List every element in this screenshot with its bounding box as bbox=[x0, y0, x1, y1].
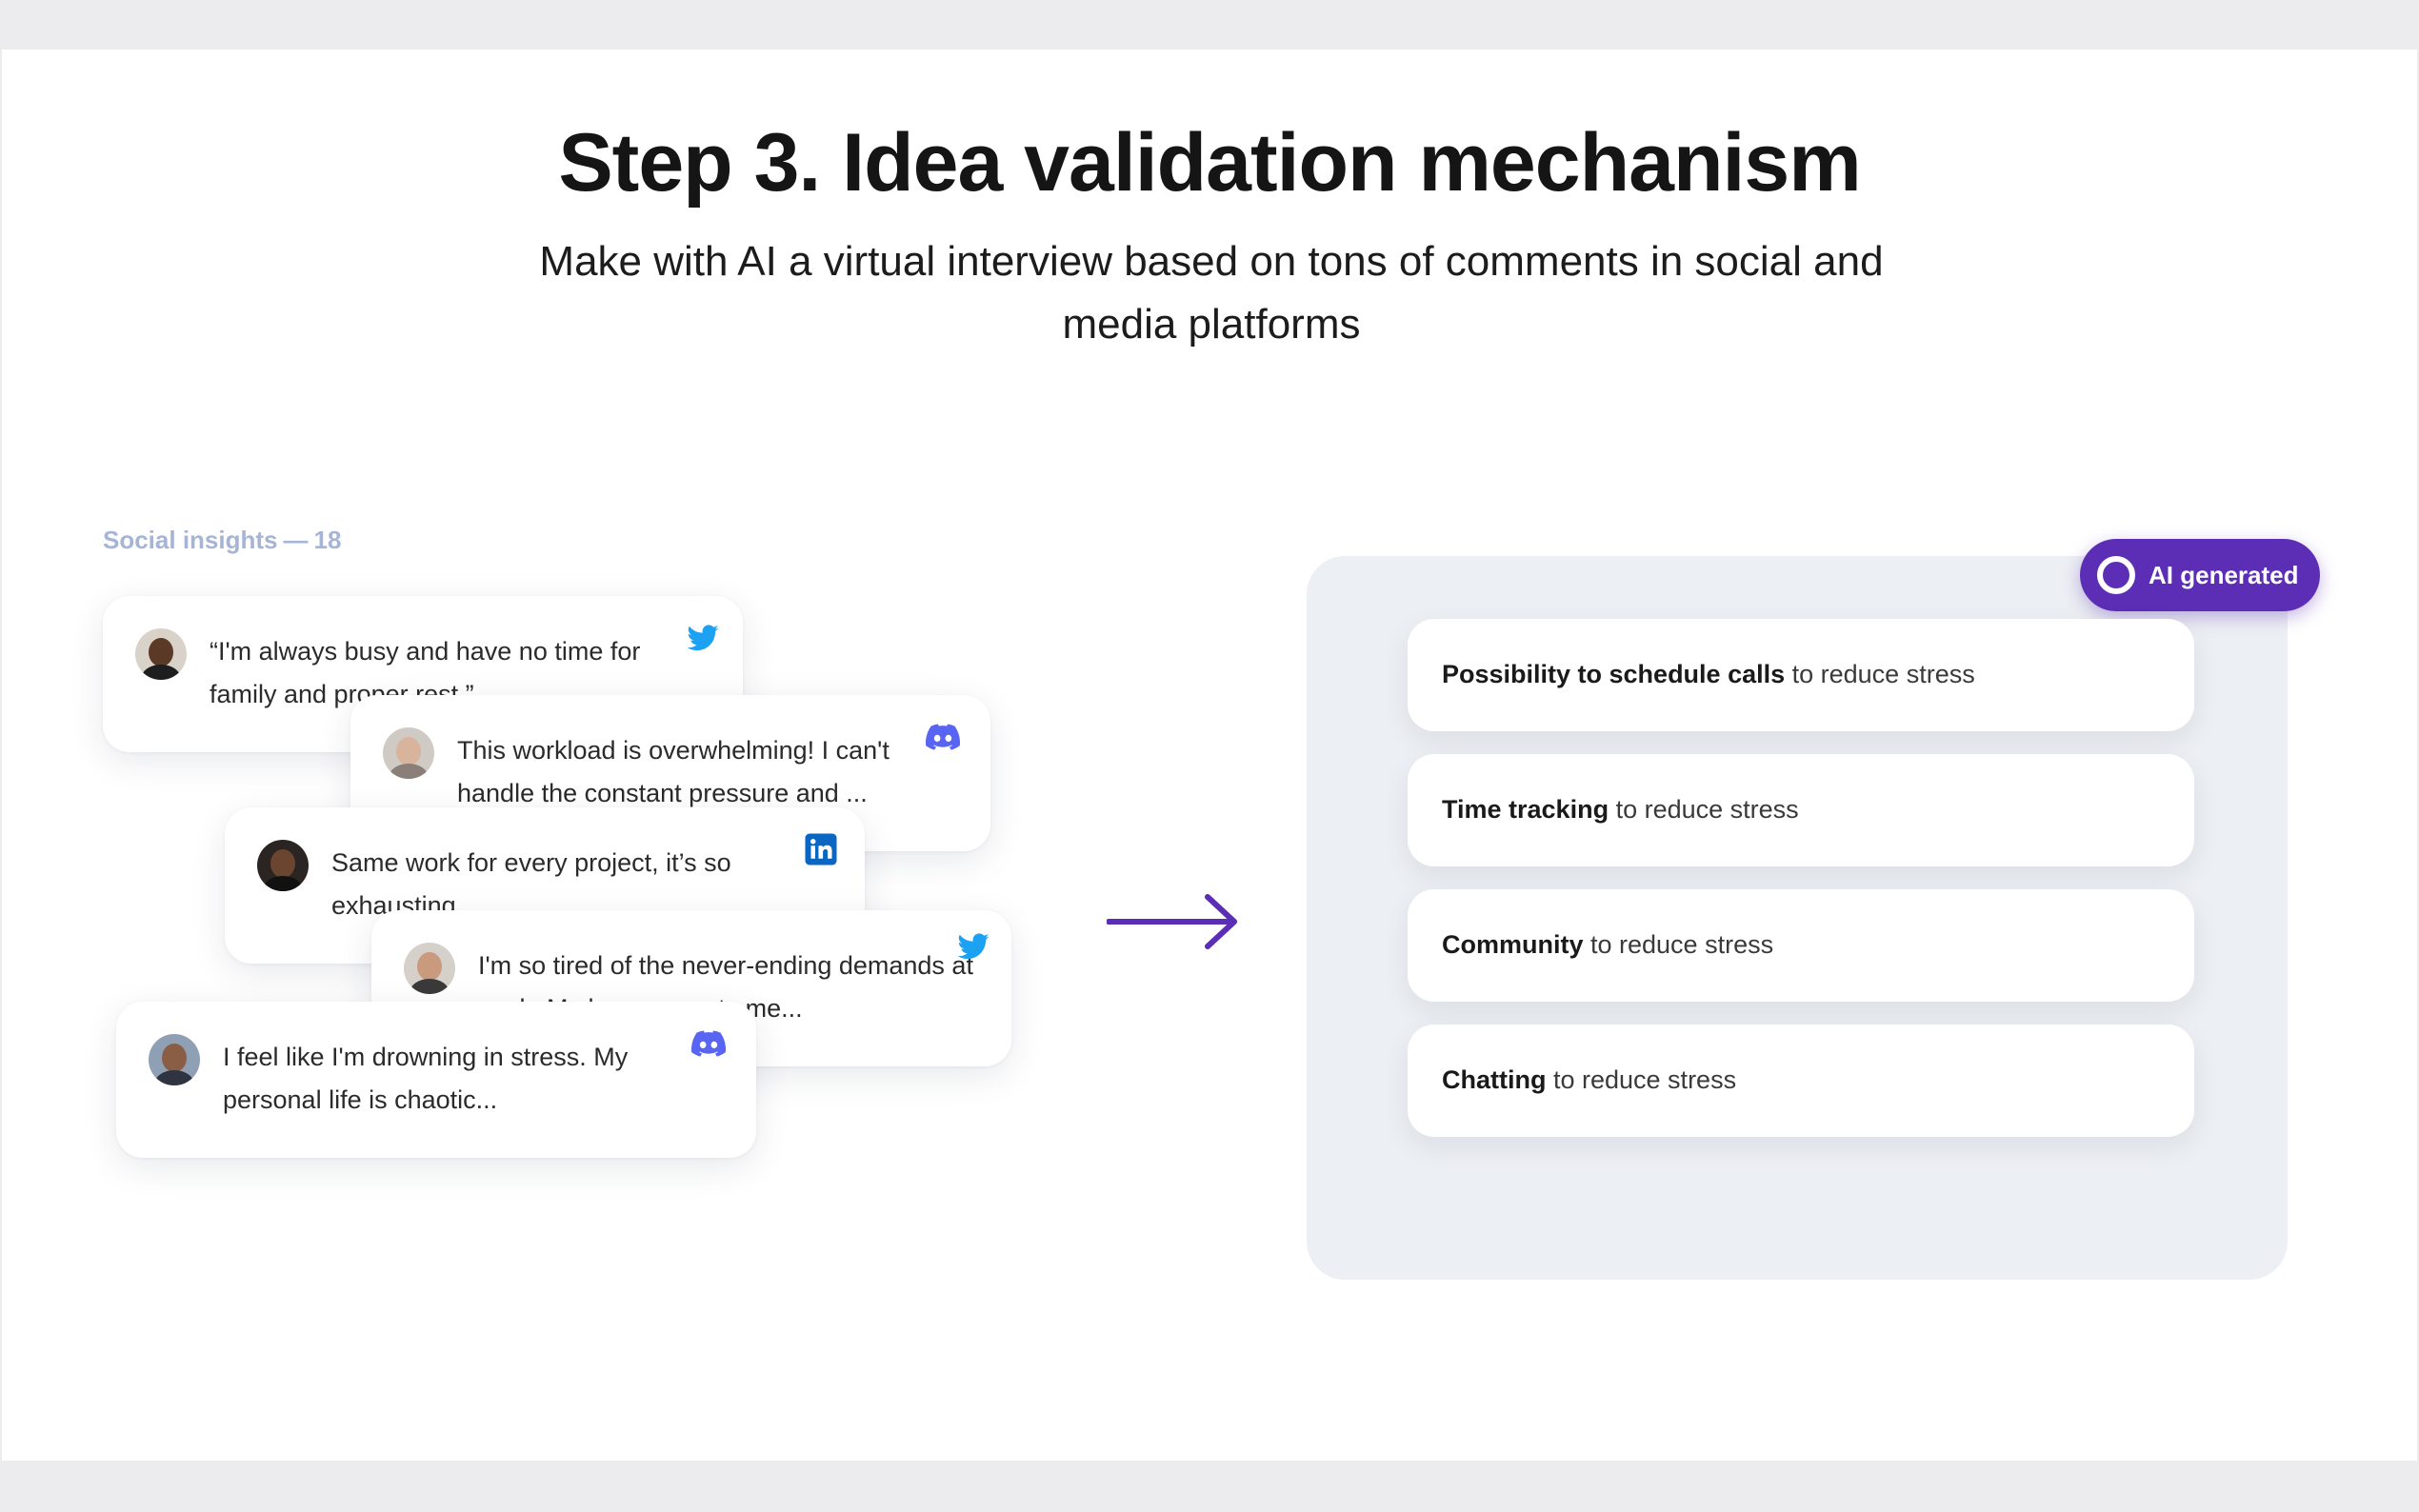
avatar bbox=[135, 628, 187, 680]
avatar bbox=[404, 943, 455, 994]
insight-text: I feel like I'm drowning in stress. My p… bbox=[223, 1043, 629, 1114]
suggestion-purpose: to reduce stress bbox=[1583, 930, 1774, 959]
suggestion-feature: Community bbox=[1442, 930, 1584, 959]
suggestion-feature: Possibility to schedule calls bbox=[1442, 660, 1786, 688]
page-title: Step 3. Idea validation mechanism bbox=[558, 117, 1861, 209]
social-insights-title: Social insights bbox=[103, 526, 278, 554]
insight-card[interactable]: I feel like I'm drowning in stress. My p… bbox=[116, 1002, 756, 1158]
avatar bbox=[149, 1034, 200, 1085]
ring-icon bbox=[2097, 556, 2135, 594]
social-insights-label: Social insights—18 bbox=[103, 526, 341, 555]
twitter-icon bbox=[957, 933, 990, 960]
page-subtitle: Make with AI a virtual interview based o… bbox=[539, 238, 1884, 348]
discord-icon bbox=[926, 724, 960, 750]
social-insights-count: 18 bbox=[313, 526, 342, 554]
suggestion-purpose: to reduce stress bbox=[1546, 1065, 1737, 1094]
slide: Step 3. Idea validation mechanism Make w… bbox=[2, 50, 2417, 1461]
ai-generated-badge: AI generated bbox=[2080, 539, 2320, 611]
avatar bbox=[257, 840, 309, 891]
insight-text: This workload is overwhelming! I can't h… bbox=[457, 736, 890, 807]
suggestion-item[interactable]: Time tracking to reduce stress bbox=[1408, 754, 2194, 866]
suggestion-purpose: to reduce stress bbox=[1785, 660, 1975, 688]
insight-card[interactable]: “I'm always busy and have no time for fa… bbox=[103, 596, 743, 752]
twitter-icon bbox=[687, 625, 719, 651]
social-insights-separator: — bbox=[283, 526, 309, 554]
suggestion-purpose: to reduce stress bbox=[1609, 795, 1799, 824]
suggestion-item[interactable]: Community to reduce stress bbox=[1408, 889, 2194, 1002]
arrow-right-icon bbox=[1107, 894, 1237, 949]
suggestion-feature: Time tracking bbox=[1442, 795, 1609, 824]
suggestion-text: Possibility to schedule calls to reduce … bbox=[1442, 660, 1975, 689]
suggestion-text: Time tracking to reduce stress bbox=[1442, 795, 1799, 825]
suggestion-feature: Chatting bbox=[1442, 1065, 1547, 1094]
suggestion-text: Community to reduce stress bbox=[1442, 930, 1773, 960]
discord-icon bbox=[691, 1030, 726, 1057]
suggestion-item[interactable]: Chatting to reduce stress bbox=[1408, 1025, 2194, 1137]
suggestion-item[interactable]: Possibility to schedule calls to reduce … bbox=[1408, 619, 2194, 731]
linkedin-icon bbox=[805, 833, 837, 865]
suggestion-text: Chatting to reduce stress bbox=[1442, 1065, 1736, 1095]
avatar bbox=[383, 727, 434, 779]
ai-generated-label: AI generated bbox=[2149, 561, 2299, 589]
